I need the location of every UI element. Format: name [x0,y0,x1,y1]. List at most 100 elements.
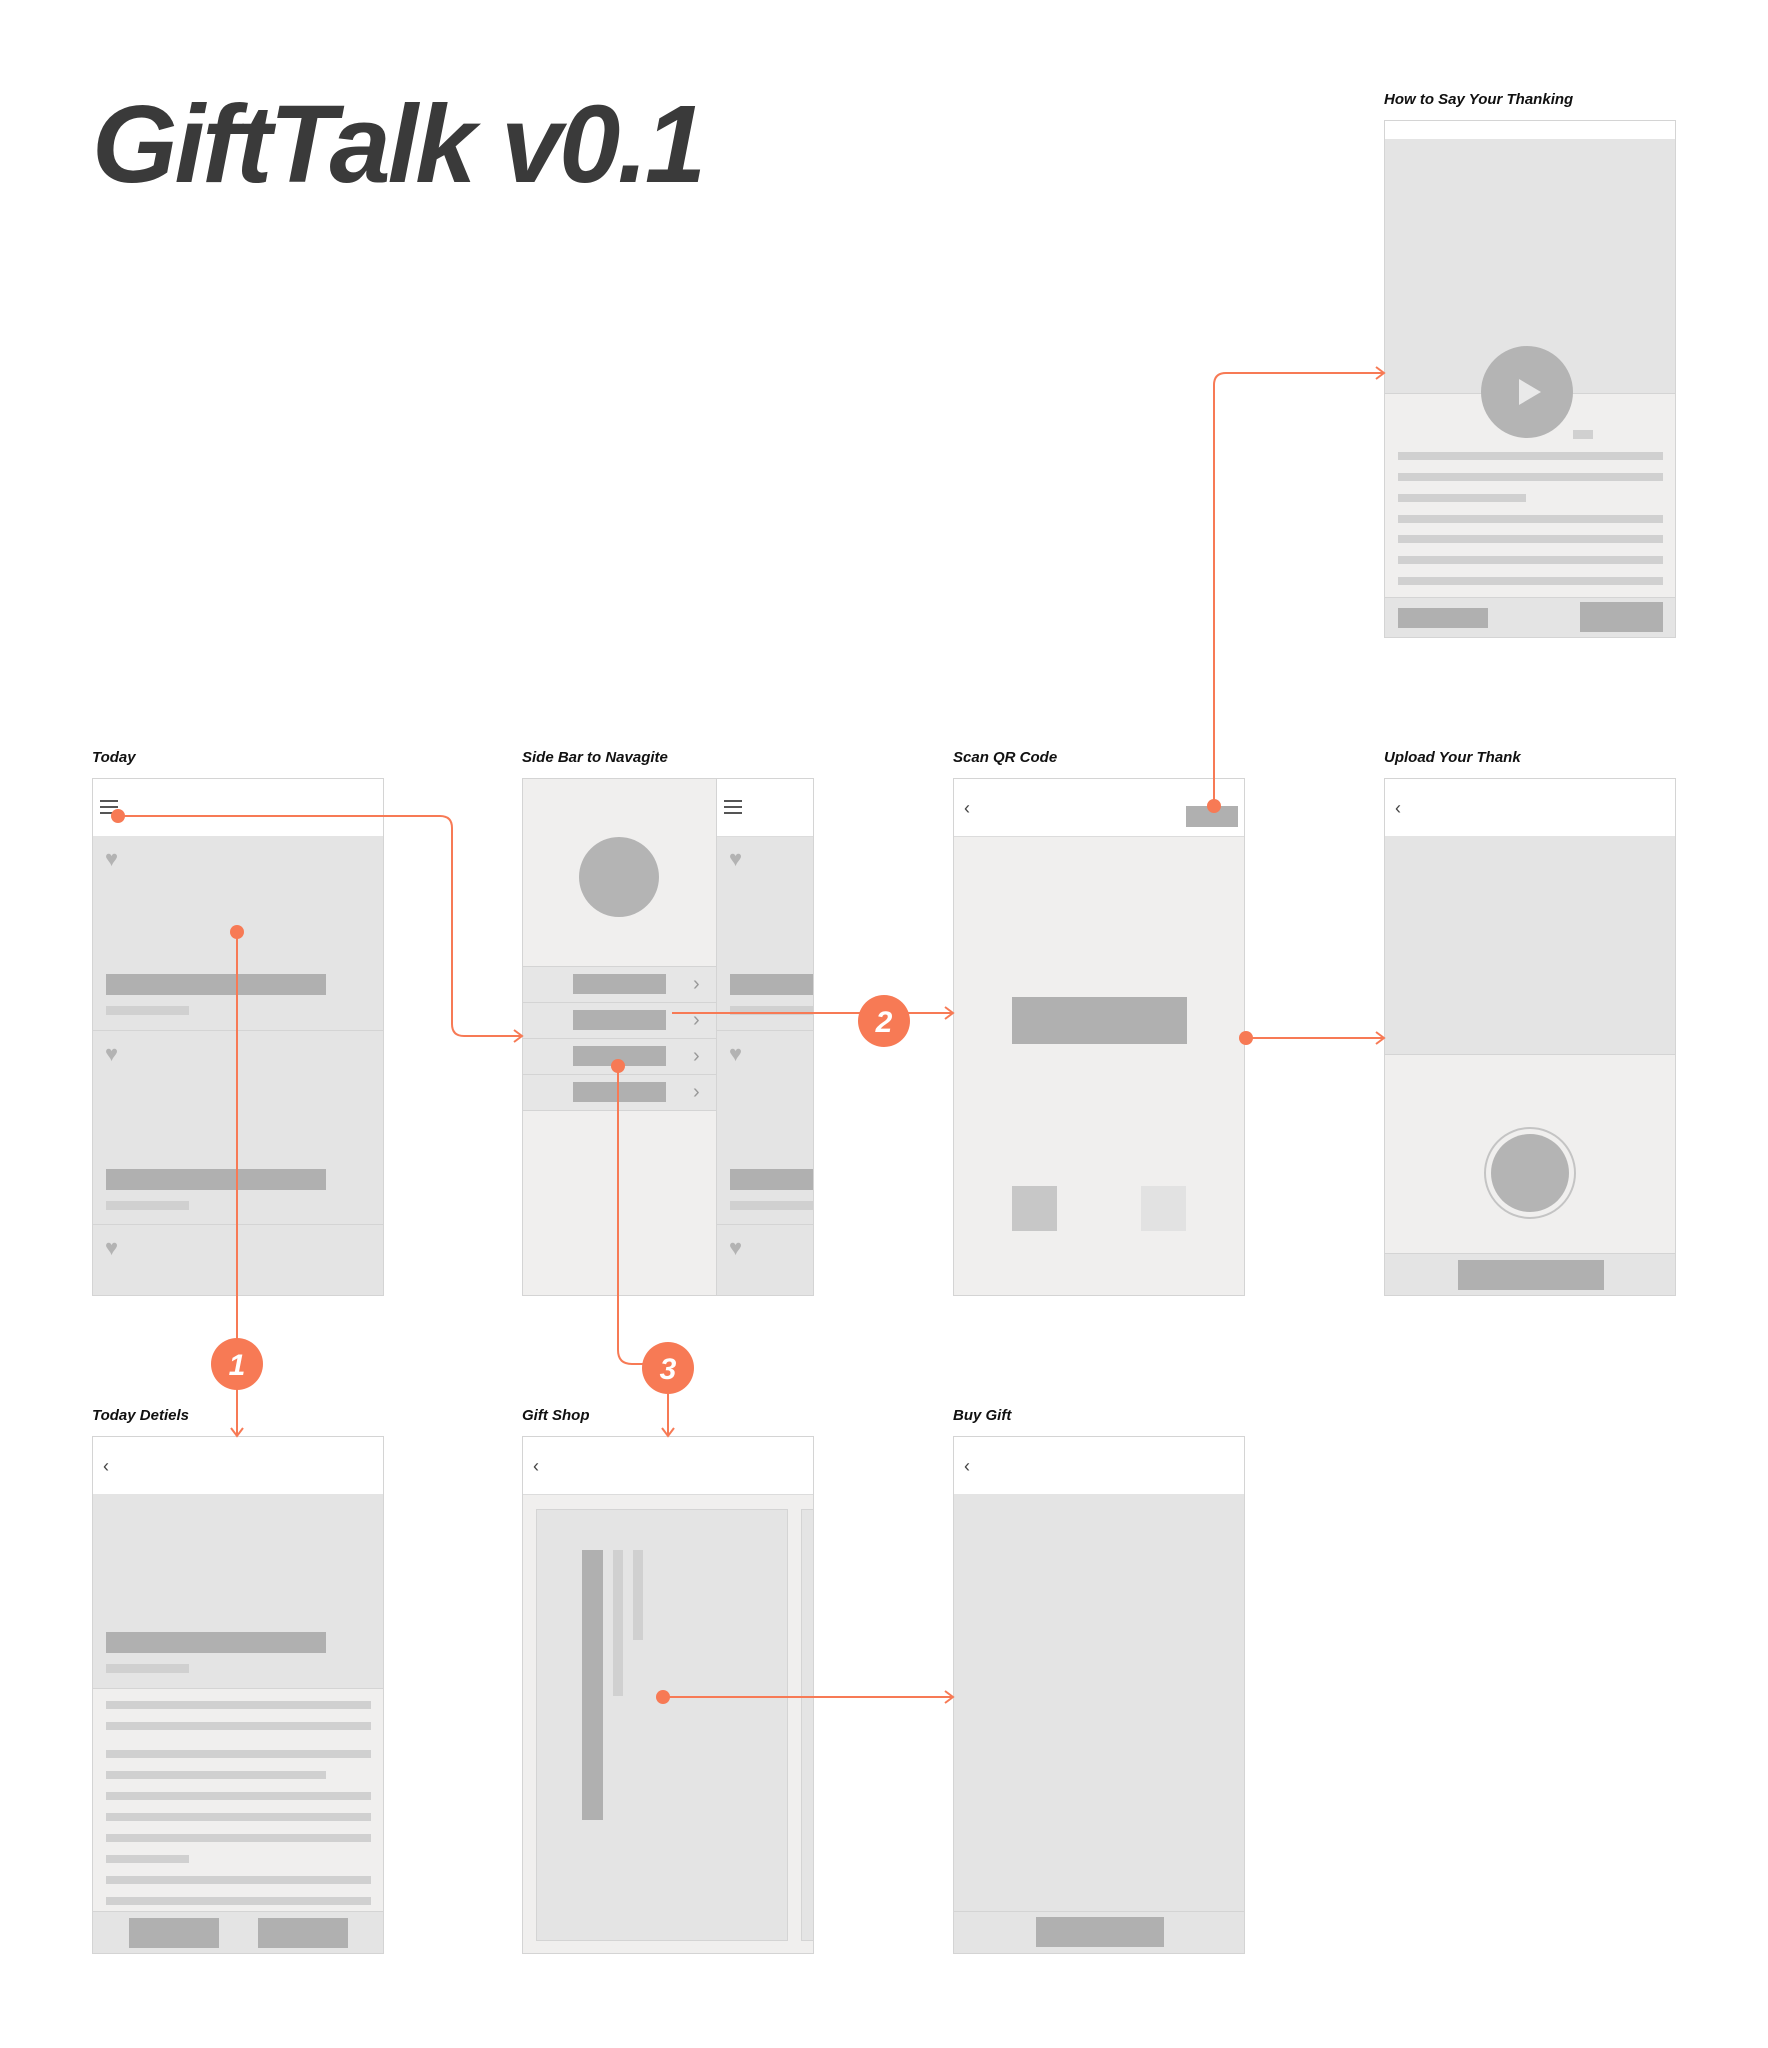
label-scan-qr-code: Scan QR Code [953,749,1058,766]
label-upload-thank: Upload Your Thank [1384,749,1521,766]
screen-how-to-say-thanking [1384,120,1676,638]
header: ‹ [523,1437,813,1495]
menu-item[interactable]: › [523,966,716,1002]
upload-button[interactable] [1458,1260,1604,1290]
text-line [106,1792,371,1800]
flow-start-dot [1239,1031,1253,1045]
text-line [106,1855,189,1863]
card-title-placeholder [106,974,326,995]
underlying-today-screen: ♥ ♥ ♥ [717,779,813,1295]
text-line [1398,473,1663,481]
chevron-right-icon: › [693,1081,700,1103]
text-line [1398,494,1526,502]
card-subtitle-placeholder [106,1201,189,1210]
arrow-head [513,1029,524,1043]
step-number-1: 1 [229,1349,246,1382]
screen-upload-thank: ‹ [1384,778,1676,1296]
action-button-left[interactable] [129,1918,219,1948]
flow-start-dot [111,809,125,823]
heart-icon: ♥ [729,1041,743,1066]
help-button[interactable] [1186,806,1238,827]
screen-buy-gift: ‹ [953,1436,1245,1954]
action-button-right[interactable] [258,1918,348,1948]
header: ‹ [1385,779,1675,837]
play-icon [1519,379,1541,405]
preview-area [1385,836,1675,1055]
diagram-title: GiftTalk v0.1 [92,83,706,206]
gift-card[interactable] [536,1509,788,1941]
chevron-right-icon: › [693,973,700,995]
hero-image [93,1494,383,1689]
card-subtitle-placeholder [730,1201,813,1210]
flow-line-scan-to-howto [1213,372,1384,806]
step-badge-3 [642,1342,694,1394]
menu-icon[interactable] [724,800,742,814]
label-how-to-say-thanking: How to Say Your Thanking [1384,91,1574,108]
back-arrow-icon[interactable]: ‹ [964,1456,970,1476]
back-arrow-icon[interactable]: ‹ [533,1456,539,1476]
arrow-head [944,1690,955,1704]
play-button[interactable] [1481,346,1573,438]
heart-icon[interactable]: ♥ [105,846,119,871]
chevron-right-icon: › [693,1045,700,1067]
flow-start-dot [230,925,244,939]
menu-item[interactable]: › [523,1002,716,1038]
detail-title-placeholder [106,1632,326,1653]
buy-button[interactable] [1036,1917,1164,1947]
back-arrow-icon[interactable]: ‹ [1395,798,1401,818]
detail-subtitle-placeholder [106,1664,189,1673]
back-arrow-icon[interactable]: ‹ [103,1456,109,1476]
heart-icon: ♥ [729,846,743,871]
screen-today-details: ‹ [92,1436,384,1954]
gift-placeholder-bar [582,1550,603,1820]
bottom-bar [954,1912,1244,1953]
header: ‹ [954,779,1244,837]
arrow-head [944,1006,955,1020]
back-arrow-icon[interactable]: ‹ [964,798,970,818]
arrow-head [661,1427,675,1438]
video-time-placeholder [1573,430,1593,439]
label-gift-shop: Gift Shop [522,1407,590,1424]
arrow-head [1375,1031,1386,1045]
label-today: Today [92,749,136,766]
card-subtitle-placeholder [106,1006,189,1015]
flow-line-today-to-sidebar [118,815,522,1037]
text-line [106,1897,371,1905]
secondary-button[interactable] [1398,608,1488,628]
menu-item[interactable]: › [523,1074,716,1111]
record-button[interactable] [1484,1127,1576,1219]
text-line [106,1876,371,1884]
action-button-right[interactable] [1141,1186,1186,1231]
primary-button[interactable] [1580,602,1663,632]
text-line [106,1750,371,1758]
flow-start-dot [656,1690,670,1704]
action-button-left[interactable] [1012,1186,1057,1231]
bottom-bar [93,1911,383,1953]
text-line [1398,556,1663,564]
arrow-head [230,1427,244,1438]
text-line [1398,577,1663,585]
avatar[interactable] [579,837,659,917]
label-today-details: Today Detiels [92,1407,189,1424]
label-buy-gift: Buy Gift [953,1407,1012,1424]
step-badge-1 [211,1338,263,1390]
step-badge-2 [858,995,910,1047]
bottom-bar [1385,597,1675,637]
step-number-2: 2 [875,1006,893,1039]
menu-item-label [573,974,666,994]
menu-icon[interactable] [100,800,118,814]
card-title-placeholder [730,1169,813,1190]
text-line [106,1813,371,1821]
header [93,779,383,837]
heart-icon[interactable]: ♥ [105,1041,119,1066]
arrow-head [1375,366,1386,380]
bottom-bar [1385,1253,1675,1295]
next-gift-card-peek[interactable] [801,1509,813,1941]
flow-start-dot [1207,799,1221,813]
label-side-bar: Side Bar to Navagite [522,749,668,766]
text-line [106,1701,371,1709]
heart-icon[interactable]: ♥ [105,1235,119,1260]
card-subtitle-placeholder [730,1006,813,1015]
side-drawer: › › › › [523,779,717,1295]
